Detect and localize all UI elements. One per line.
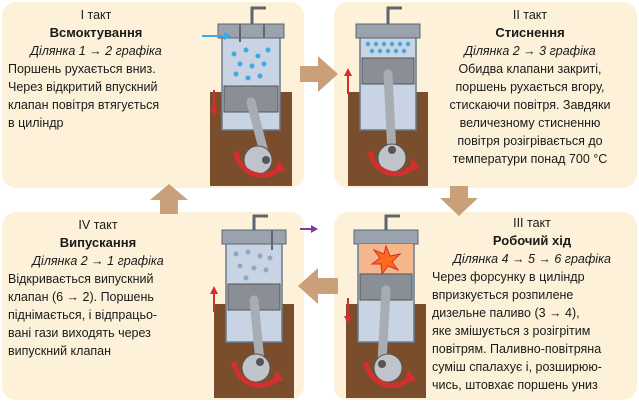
description-line: випускний клапан	[8, 344, 112, 358]
description-line: Через відкритий впускний	[8, 80, 158, 94]
description-line: Поршень рухається вниз.	[8, 62, 156, 76]
connecting-rod	[377, 285, 391, 367]
stroke-name: Стиснення	[495, 25, 565, 40]
exhaust-text: IV такт Випускання Ділянка 2 → 1 графіка…	[8, 216, 188, 360]
engine-power-illustration	[344, 214, 426, 398]
description-line: дизельне паливо (3 → 4),	[432, 306, 580, 320]
injector	[386, 6, 402, 24]
description-line: Через форсунку в циліндр	[432, 270, 585, 284]
cylinder-head	[355, 23, 421, 39]
stroke-number: II такт	[512, 8, 548, 22]
description: Через форсунку в циліндр впризкується ро…	[432, 268, 632, 394]
injector	[250, 6, 266, 24]
description-line: суміш спалахує і, розширюю-	[432, 360, 602, 374]
engine-intake-illustration	[202, 6, 292, 186]
graph-section: Ділянка 1 → 2 графіка	[30, 44, 162, 58]
exhaust-outflow-arrow-icon	[300, 225, 318, 233]
stroke-name: Всмоктування	[49, 25, 143, 40]
stroke-name: Робочий хід	[492, 233, 572, 248]
graph-section: Ділянка 2 → 3 графіка	[464, 44, 596, 58]
graph-section: Ділянка 4 → 5 → 6 графіка	[453, 252, 611, 266]
stroke-number: III такт	[513, 216, 551, 230]
description: Відкривається випускний клапан (6 → 2). …	[8, 270, 188, 360]
description-line: повітрям. Паливно-повітряна	[432, 342, 602, 356]
description-line: стискаючи повітря. Завдяки	[449, 98, 611, 112]
intake-text: I такт Всмоктування Ділянка 1 → 2 графік…	[8, 6, 184, 132]
engine-compression-illustration	[344, 6, 428, 186]
description-line: піднімається, і відпрацьо-	[8, 308, 158, 322]
description-line: Відкривається випускний	[8, 272, 154, 286]
engine-exhaust-illustration	[210, 214, 294, 398]
stroke-number: IV такт	[78, 218, 118, 232]
rotation-arrow-icon	[231, 361, 280, 388]
crankshaft	[241, 353, 271, 383]
description-line: величезному стисненню	[459, 116, 601, 130]
rotation-arrow-icon	[363, 361, 412, 388]
flow-arrow-left-icon	[298, 268, 338, 304]
exhaust-gas-particles	[233, 249, 273, 281]
air-particles	[231, 47, 271, 81]
flow-arrow-up-icon	[150, 184, 188, 214]
cylinder-head	[353, 229, 419, 245]
description-line: впризкується розпилене	[432, 288, 574, 302]
description-line: чись, штовхає поршень униз	[432, 378, 598, 392]
stroke-number: I такт	[80, 8, 112, 22]
description-line: в циліндр	[8, 116, 64, 130]
power-text: III такт Робочий хід Ділянка 4 → 5 → 6 г…	[432, 214, 632, 394]
graph-section: Ділянка 2 → 1 графіка	[32, 254, 164, 268]
description-line: температури понад 700 °С	[452, 152, 608, 166]
compression-text: II такт Стиснення Ділянка 2 → 3 графіка …	[438, 6, 622, 168]
description-line: клапан повітря втягується	[8, 98, 160, 112]
cylinder-head	[221, 229, 287, 245]
description-line: поршень рухається вгору,	[455, 80, 605, 94]
description: Поршень рухається вниз. Через відкритий …	[8, 60, 184, 132]
description-line: клапан (6 → 2). Поршень	[8, 290, 154, 304]
engine-block	[214, 304, 294, 398]
connecting-rod	[249, 295, 265, 367]
description-line: яке змішується з розігрітим	[432, 324, 591, 338]
description-line: повітря розігрівається до	[457, 134, 603, 148]
flow-arrow-down-icon	[440, 186, 478, 216]
description-line: Обидва клапани закриті,	[458, 62, 602, 76]
crankshaft	[373, 353, 403, 383]
compressed-air-particles	[365, 41, 411, 54]
connecting-rod	[383, 69, 397, 159]
injector	[384, 214, 400, 230]
flow-arrow-right-icon	[300, 56, 338, 92]
stroke-name: Випускання	[59, 235, 137, 250]
injector	[252, 214, 268, 230]
description: Обидва клапани закриті, поршень рухаєтьс…	[438, 60, 622, 168]
description-line: вані гази виходять через	[8, 326, 151, 340]
rotation-arrow-icon	[233, 151, 282, 178]
